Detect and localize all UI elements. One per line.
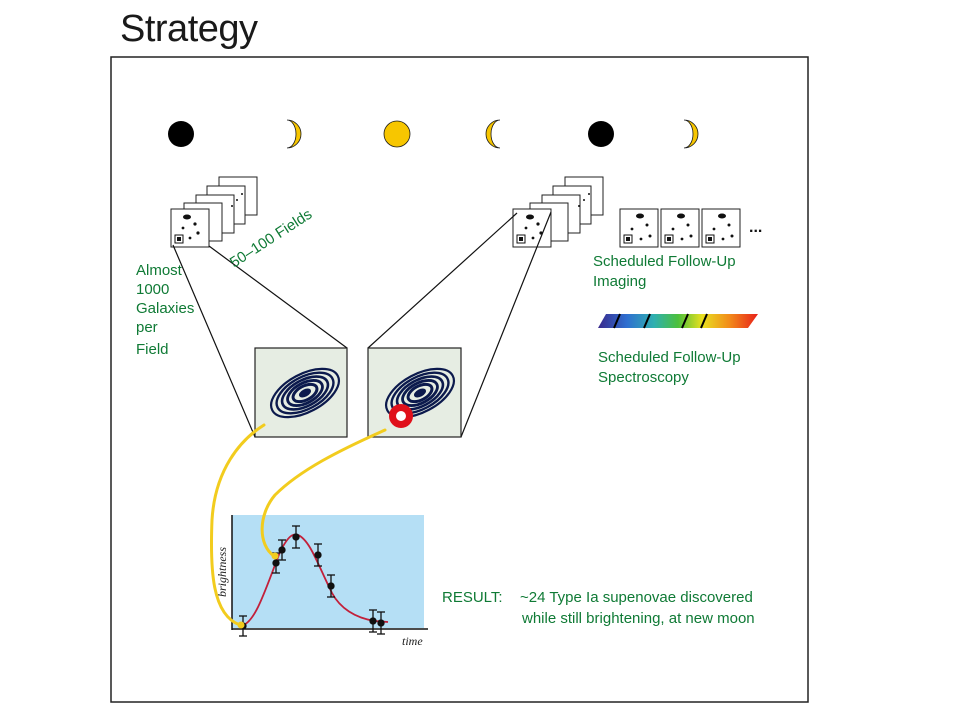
- connector-endpoint: [237, 621, 245, 629]
- data-point: [327, 582, 335, 590]
- field-image-stack-right: [512, 176, 604, 248]
- diagram-frame: [110, 56, 809, 703]
- zoom-lines: [172, 211, 552, 438]
- svg-text:Galaxies: Galaxies: [136, 300, 194, 317]
- svg-text:while still brightening, at ne: while still brightening, at new moon: [521, 610, 755, 627]
- result-label: RESULT: ~24 Type Ia supenovae discovered…: [442, 589, 755, 627]
- new-moon-icon: [168, 121, 194, 147]
- data-point: [272, 559, 280, 567]
- followup-frame: [701, 208, 741, 248]
- crescent-moon-icon: [683, 119, 699, 149]
- svg-text:~24 Type Ia supenovae discover: ~24 Type Ia supenovae discovered: [520, 589, 753, 606]
- svg-text:Scheduled Follow-Up: Scheduled Follow-Up: [598, 349, 741, 366]
- data-point: [314, 551, 322, 559]
- spectrum-bar: [598, 313, 758, 329]
- followup-frame: [660, 208, 700, 248]
- light-curve-plot: brightness time: [215, 515, 428, 648]
- data-point: [377, 619, 385, 627]
- galaxy-panel-supernova: [367, 347, 462, 438]
- followup-imaging-frames: [619, 208, 741, 248]
- followup-frame: [619, 208, 659, 248]
- followup-ellipsis: ...: [749, 219, 762, 236]
- plot-x-label: time: [402, 634, 423, 648]
- moon-phase-row: [168, 119, 699, 149]
- crescent-moon-icon: [485, 119, 501, 149]
- galaxies-per-field-label: Almost 1000 Galaxies per Field: [136, 262, 194, 358]
- page-title: Strategy: [120, 8, 258, 50]
- followup-spectroscopy-label: Scheduled Follow-Up Spectroscopy: [598, 349, 741, 386]
- full-moon-icon: [383, 120, 411, 148]
- galaxy-icon: [385, 367, 455, 419]
- data-point: [292, 533, 300, 541]
- field-image-stack-left: [170, 176, 258, 248]
- svg-text:Spectroscopy: Spectroscopy: [598, 369, 689, 386]
- plot-area: [232, 515, 424, 628]
- galaxy-panel-reference: [254, 347, 348, 438]
- svg-text:Field: Field: [136, 341, 169, 358]
- galaxy-icon: [270, 367, 340, 419]
- svg-text:1000: 1000: [136, 281, 169, 298]
- svg-text:RESULT:: RESULT:: [442, 589, 503, 606]
- svg-text:per: per: [136, 319, 158, 336]
- connector-lines: [209, 423, 387, 627]
- followup-imaging-label: Scheduled Follow-Up Imaging: [593, 253, 736, 290]
- svg-text:Almost: Almost: [136, 262, 183, 279]
- connector-endpoint: [271, 552, 279, 560]
- svg-text:Scheduled Follow-Up: Scheduled Follow-Up: [593, 253, 736, 270]
- new-moon-icon: [588, 121, 614, 147]
- data-point: [369, 617, 377, 625]
- data-point: [278, 546, 286, 554]
- svg-text:Imaging: Imaging: [593, 273, 646, 290]
- supernova-icon: [389, 404, 413, 428]
- crescent-moon-icon: [286, 119, 302, 149]
- plot-y-label: brightness: [215, 547, 229, 597]
